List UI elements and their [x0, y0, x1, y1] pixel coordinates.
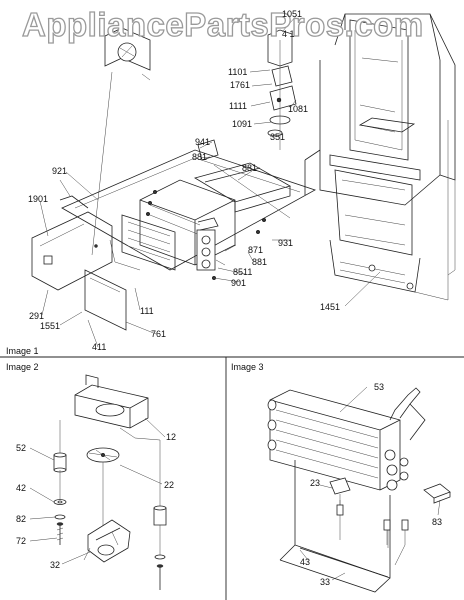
defrost-heater — [196, 217, 219, 271]
section-title-image1: Image 1 — [6, 346, 39, 356]
callout-43: 43 — [300, 557, 311, 567]
callout-1901: 1901 — [28, 194, 49, 204]
callout-351: 351 — [270, 132, 286, 142]
callout-111: 111 — [140, 306, 154, 316]
callout-921: 921 — [52, 166, 68, 176]
callout-23: 23 — [310, 478, 321, 488]
section-title-image3: Image 3 — [231, 362, 264, 372]
callout-1761: 1761 — [230, 80, 251, 90]
callout-291: 291 — [29, 311, 45, 321]
thermostat-assembly — [267, 29, 297, 150]
callout-881-c: 881 — [252, 257, 268, 267]
callout-411: 411 — [92, 342, 107, 352]
callout-1091: 1091 — [232, 119, 253, 129]
callout-22: 22 — [164, 480, 175, 490]
image3-evaporator-coil — [267, 386, 451, 593]
callout-1551: 1551 — [40, 321, 61, 331]
callout-761: 761 — [151, 329, 167, 339]
callout-1101: 1101 — [228, 67, 248, 77]
control-panel — [31, 179, 127, 331]
callout-871: 871 — [248, 245, 264, 255]
callout-931: 931 — [278, 238, 294, 248]
callout-42: 42 — [16, 483, 27, 493]
callout-72: 72 — [16, 536, 27, 546]
fan-bracket — [91, 27, 151, 256]
callout-1081: 1081 — [288, 104, 309, 114]
image1-leader-lines — [39, 14, 381, 348]
callout-83: 83 — [432, 517, 443, 527]
site-watermark: AppliancePartsPros.com — [21, 5, 424, 43]
refrigerator-cabinet — [304, 13, 456, 301]
mounting-screws — [94, 189, 267, 281]
callout-1451: 1451 — [320, 302, 341, 312]
section-title-image2: Image 2 — [6, 362, 39, 372]
callout-1051: 1051 — [282, 9, 303, 19]
callout-33: 33 — [320, 577, 331, 587]
callout-82: 82 — [16, 514, 27, 524]
callout-12: 12 — [166, 432, 177, 442]
callout-8511: 8511 — [233, 267, 253, 277]
evaporator-floor-panel — [61, 149, 316, 271]
evaporator-housing — [109, 179, 236, 271]
callout-32: 32 — [50, 560, 61, 570]
callout-881-a: 881 — [192, 152, 208, 162]
callout-1111: 1111 — [229, 101, 248, 111]
callout-52: 52 — [16, 443, 27, 453]
air-duct — [193, 139, 292, 219]
callout-881-b: 881 — [242, 163, 258, 173]
callout-53: 53 — [374, 382, 385, 392]
image2-motor-bracket — [29, 374, 167, 590]
callout-41: 4 1 — [282, 29, 295, 39]
callout-901: 901 — [231, 278, 247, 288]
callout-941: 941 — [195, 137, 211, 147]
